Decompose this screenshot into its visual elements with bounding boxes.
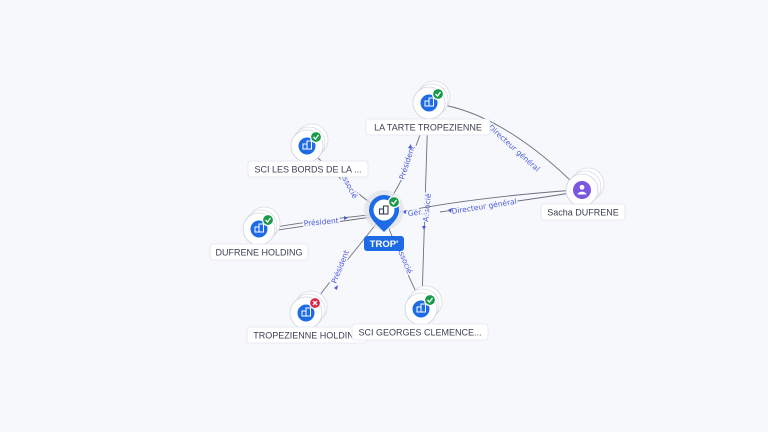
edge-sacha-focus-gerant[interactable] — [399, 189, 577, 213]
building-icon — [416, 303, 426, 313]
node-label: TROPEZIENNE HOLDING — [253, 331, 361, 341]
node-dufrene-holding[interactable]: DUFRENE HOLDING — [209, 206, 309, 261]
edge-arrow-icon — [408, 144, 412, 149]
building-icon — [378, 205, 389, 215]
edge-label-dufrene-holding-president: Président — [303, 216, 339, 228]
edge-sacha-focus-directeur[interactable] — [439, 191, 577, 213]
node-tropezienne-holding[interactable]: TROPEZIENNE HOLDING — [246, 290, 368, 344]
building-icon — [424, 97, 434, 107]
node-focus-trop[interactable]: TROP' — [364, 190, 404, 251]
person-badge — [573, 181, 591, 199]
node-label: SCI GEORGES CLEMENCE... — [358, 328, 481, 338]
edge-arrow-icon — [448, 208, 452, 213]
edge-arrow-icon — [422, 226, 426, 230]
edge-arrow-icon — [334, 285, 338, 290]
edge-sacha-tarte-directeur[interactable] — [437, 103, 577, 187]
node-label: DUFRENE HOLDING — [215, 248, 302, 258]
verified-check-icon — [431, 87, 445, 101]
closed-cross-icon — [308, 296, 322, 310]
node-label: SCI LES BORDS DE LA ... — [254, 165, 361, 175]
edge-label-tarte-president: Président — [397, 145, 416, 181]
building-icon — [302, 140, 312, 150]
verified-check-icon — [261, 213, 275, 227]
person-icon — [577, 184, 587, 195]
verified-check-icon — [423, 293, 437, 307]
building-icon — [301, 307, 311, 317]
verified-check-icon — [387, 195, 401, 209]
nodes: LA TARTE TROPEZIENNE SCI LES BORDS DE LA… — [209, 80, 626, 344]
node-la-tarte-tropezienne[interactable]: LA TARTE TROPEZIENNE — [365, 80, 491, 136]
node-label: Sacha DUFRENE — [547, 208, 619, 218]
verified-check-icon — [309, 130, 323, 144]
node-sci-georges-clemenceau[interactable]: SCI GEORGES CLEMENCE... — [351, 285, 489, 341]
edge-arrow-icon — [402, 210, 406, 214]
building-icon — [254, 223, 264, 233]
focus-label: TROP' — [370, 239, 399, 250]
node-sci-les-bords[interactable]: SCI LES BORDS DE LA ... — [247, 123, 369, 178]
node-sacha-dufrene[interactable]: Sacha DUFRENE — [540, 167, 626, 221]
edge-label-sacha-focus-directeur: Directeur général — [451, 197, 517, 216]
edge-arrow-icon — [344, 216, 348, 220]
edge-label-tropezienne-holding-president: Président — [330, 249, 351, 285]
node-label: LA TARTE TROPEZIENNE — [374, 123, 482, 133]
edge-label-sacha-focus-gerant: Gér... — [407, 207, 428, 218]
